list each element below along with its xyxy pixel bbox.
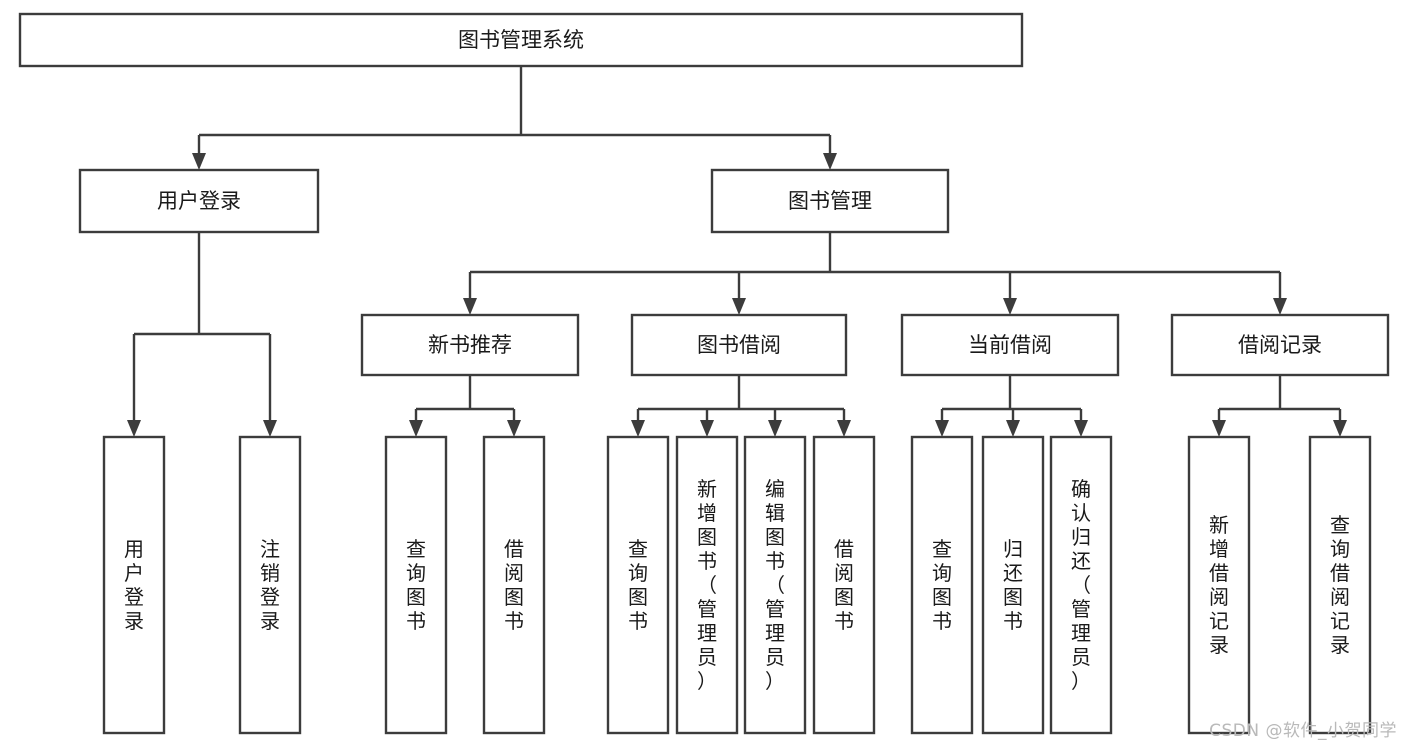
node-label: 新增借阅记录	[1209, 513, 1229, 657]
node-box	[384, 435, 448, 735]
arrow-head-icon	[837, 420, 851, 437]
arrow-head-icon	[192, 153, 206, 170]
node-label: 查询图书	[932, 537, 952, 633]
node-box	[675, 435, 739, 735]
arrow-head-icon	[1273, 298, 1287, 315]
leaf-node-8[interactable]: 查询图书	[910, 435, 974, 735]
node-label: 归还图书	[1003, 537, 1023, 633]
node-label: 用户登录	[157, 189, 241, 213]
node-box	[812, 435, 876, 735]
leaf-node-4[interactable]: 查询图书	[606, 435, 670, 735]
leaf-node-11[interactable]: 新增借阅记录	[1187, 435, 1251, 735]
node-box	[1049, 435, 1113, 735]
level2-node-1[interactable]: 图书管理	[710, 168, 950, 234]
leaf-node-7[interactable]: 借阅图书	[812, 435, 876, 735]
level2-node-0[interactable]: 用户登录	[78, 168, 320, 234]
node-box	[360, 313, 580, 377]
arrow-head-icon	[263, 420, 277, 437]
node-label: 图书管理系统	[458, 28, 584, 52]
leaf-node-12[interactable]: 查询借阅记录	[1308, 435, 1372, 735]
arrow-head-icon	[1006, 420, 1020, 437]
leaf-node-3[interactable]: 借阅图书	[482, 435, 546, 735]
leaf-node-10[interactable]: 确认归还（管理员）	[1049, 435, 1113, 735]
leaf-node-0[interactable]: 用户登录	[102, 435, 166, 735]
leaf-node-9[interactable]: 归还图书	[981, 435, 1045, 735]
node-label: 编辑图书（管理员）	[765, 477, 785, 693]
arrow-head-icon	[1333, 420, 1347, 437]
arrow-head-icon	[768, 420, 782, 437]
node-box	[78, 168, 320, 234]
node-label: 新增图书（管理员）	[697, 477, 717, 693]
node-label: 确认归还（管理员）	[1071, 477, 1091, 693]
node-box	[606, 435, 670, 735]
arrow-head-icon	[1074, 420, 1088, 437]
arrow-head-icon	[409, 420, 423, 437]
node-box	[482, 435, 546, 735]
node-box	[743, 435, 807, 735]
arrow-head-icon	[823, 153, 837, 170]
level3-node-3[interactable]: 借阅记录	[1170, 313, 1390, 377]
node-label: 查询图书	[406, 537, 426, 633]
node-label: 借阅图书	[834, 537, 854, 633]
node-box	[900, 313, 1120, 377]
arrow-head-icon	[935, 420, 949, 437]
arrow-head-icon	[1212, 420, 1226, 437]
node-box	[1187, 435, 1251, 735]
node-box	[18, 12, 1024, 68]
leaf-node-5[interactable]: 新增图书（管理员）	[675, 435, 739, 735]
node-label: 借阅记录	[1238, 333, 1322, 357]
level3-node-0[interactable]: 新书推荐	[360, 313, 580, 377]
arrow-head-icon	[507, 420, 521, 437]
root-node[interactable]: 图书管理系统	[18, 12, 1024, 68]
node-label: 图书借阅	[697, 333, 781, 357]
leaf-node-1[interactable]: 注销登录	[238, 435, 302, 735]
node-label: 注销登录	[260, 537, 280, 633]
node-box	[102, 435, 166, 735]
node-label: 借阅图书	[504, 537, 524, 633]
node-box	[981, 435, 1045, 735]
arrow-head-icon	[732, 298, 746, 315]
arrow-head-icon	[127, 420, 141, 437]
node-box	[630, 313, 848, 377]
node-label: 查询图书	[628, 537, 648, 633]
node-box	[910, 435, 974, 735]
connector-layer	[127, 66, 1347, 437]
node-label: 图书管理	[788, 189, 872, 213]
node-layer: 图书管理系统用户登录图书管理新书推荐图书借阅当前借阅借阅记录用户登录注销登录查询…	[18, 12, 1390, 735]
arrow-head-icon	[463, 298, 477, 315]
arrow-head-icon	[631, 420, 645, 437]
node-label: 查询借阅记录	[1330, 513, 1350, 657]
watermark-text: CSDN @软件_小贺同学	[1209, 721, 1397, 741]
node-label: 用户登录	[124, 537, 144, 633]
arrow-head-icon	[1003, 298, 1017, 315]
node-label: 新书推荐	[428, 333, 512, 357]
node-box	[710, 168, 950, 234]
level3-node-2[interactable]: 当前借阅	[900, 313, 1120, 377]
level3-node-1[interactable]: 图书借阅	[630, 313, 848, 377]
node-box	[1170, 313, 1390, 377]
node-label: 当前借阅	[968, 333, 1052, 357]
leaf-node-2[interactable]: 查询图书	[384, 435, 448, 735]
node-box	[238, 435, 302, 735]
arrow-head-icon	[700, 420, 714, 437]
leaf-node-6[interactable]: 编辑图书（管理员）	[743, 435, 807, 735]
node-box	[1308, 435, 1372, 735]
